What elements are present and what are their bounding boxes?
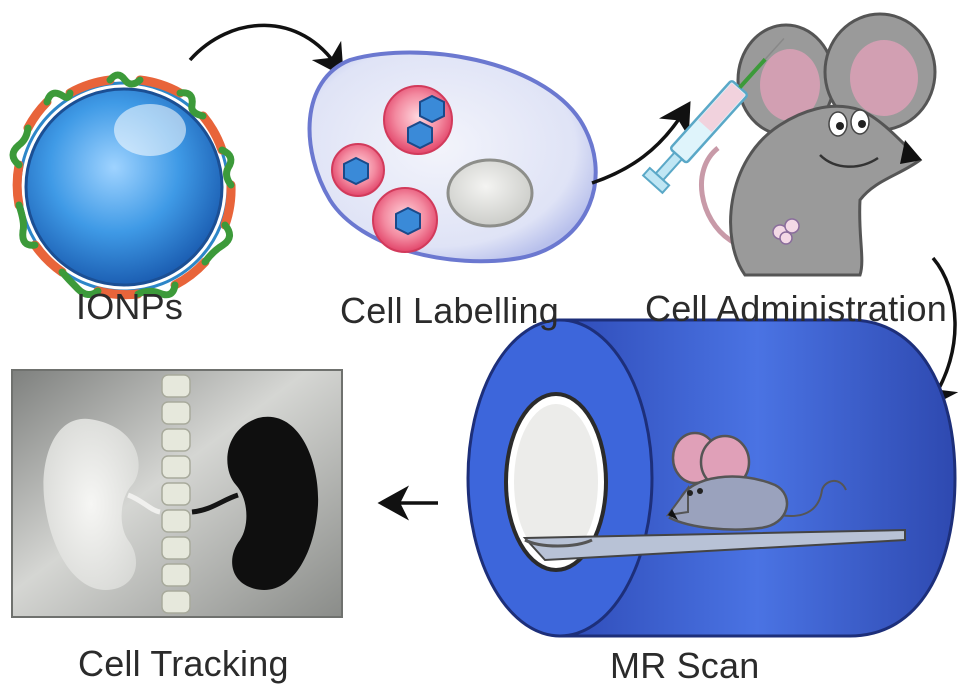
labelled-cell xyxy=(307,50,598,264)
syringe-icon xyxy=(641,37,785,195)
arrow-to-administration xyxy=(591,101,691,185)
kidney-right xyxy=(227,416,319,590)
vesicle xyxy=(331,143,385,197)
vesicle xyxy=(372,187,438,253)
label-mr-scan: MR Scan xyxy=(610,645,760,686)
spine xyxy=(161,374,191,614)
label-cell-labelling: Cell Labelling xyxy=(340,290,559,331)
kidney-left xyxy=(43,418,139,590)
mouse-injection xyxy=(641,12,937,277)
arrow-to-labelling xyxy=(188,23,344,77)
scanned-mouse xyxy=(665,431,847,531)
tracking-image xyxy=(11,369,343,618)
label-ionps: IONPs xyxy=(76,286,184,327)
ionp-particle xyxy=(9,71,236,300)
cell-nucleus xyxy=(446,158,534,228)
ionp-coating xyxy=(9,71,236,300)
mr-scanner xyxy=(466,318,957,638)
arrow-to-mr-scan xyxy=(926,256,959,409)
injected-cells xyxy=(772,218,800,245)
vesicle xyxy=(383,85,453,155)
label-cell-tracking: Cell Tracking xyxy=(78,643,289,684)
label-cell-administration: Cell Administration xyxy=(645,288,947,329)
